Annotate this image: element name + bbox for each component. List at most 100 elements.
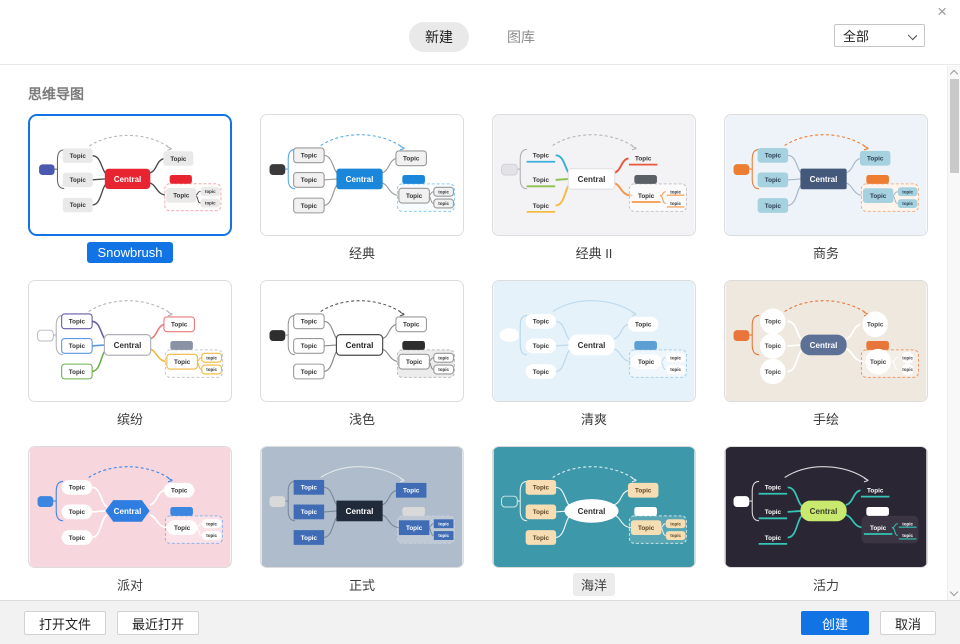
svg-text:Topic: Topic (638, 359, 655, 366)
tab-gallery[interactable]: 图库 (507, 29, 535, 45)
svg-text:Topic: Topic (867, 322, 884, 329)
filter-select[interactable]: 全部 (834, 24, 925, 47)
svg-text:topic: topic (902, 201, 913, 206)
tab-new[interactable]: 新建 (409, 22, 469, 52)
svg-text:Topic: Topic (403, 488, 420, 495)
close-icon[interactable]: × (937, 2, 947, 21)
svg-text:Topic: Topic (765, 177, 782, 184)
svg-text:topic: topic (902, 189, 913, 194)
scroll-down-icon[interactable] (949, 587, 959, 597)
svg-text:topic: topic (438, 367, 449, 372)
template-label: 浅色 (348, 411, 375, 427)
svg-text:Topic: Topic (533, 509, 550, 516)
svg-text:Topic: Topic (70, 202, 87, 209)
svg-text:topic: topic (206, 367, 217, 372)
svg-text:Topic: Topic (533, 319, 550, 326)
svg-text:Topic: Topic (406, 359, 423, 366)
svg-text:Topic: Topic (765, 509, 782, 516)
svg-text:topic: topic (902, 355, 913, 360)
svg-text:Topic: Topic (69, 343, 86, 350)
template-label: 商务 (812, 245, 839, 261)
svg-text:Central: Central (810, 507, 838, 516)
svg-text:topic: topic (670, 521, 681, 526)
svg-text:topic: topic (206, 533, 217, 538)
svg-text:topic: topic (205, 201, 216, 206)
svg-text:topic: topic (206, 355, 217, 360)
template-label: 海洋 (572, 572, 615, 596)
svg-text:Central: Central (578, 341, 606, 350)
svg-text:Topic: Topic (638, 193, 655, 200)
svg-text:Topic: Topic (635, 488, 652, 495)
template-label: 经典 (348, 245, 375, 261)
footer-left: 打开文件 最近打开 (24, 611, 200, 635)
svg-text:Central: Central (578, 175, 606, 184)
svg-text:Topic: Topic (406, 193, 423, 200)
svg-text:Topic: Topic (533, 535, 550, 542)
svg-text:Topic: Topic (301, 319, 318, 326)
svg-text:Topic: Topic (301, 509, 318, 516)
scroll-thumb[interactable] (950, 79, 959, 173)
svg-text:Topic: Topic (870, 193, 887, 200)
template-label: 正式 (348, 577, 375, 593)
svg-text:Topic: Topic (765, 319, 782, 326)
open-file-button[interactable]: 打开文件 (24, 611, 107, 635)
svg-text:Topic: Topic (301, 535, 318, 542)
svg-text:Topic: Topic (765, 203, 782, 210)
cancel-button[interactable]: 取消 (879, 611, 936, 635)
template-label: Snowbrush (87, 241, 173, 263)
svg-text:Topic: Topic (533, 177, 550, 184)
dialog-footer: 打开文件 最近打开 创建 取消 (0, 600, 960, 644)
svg-text:topic: topic (670, 355, 681, 360)
scrollbar[interactable] (947, 66, 960, 600)
svg-text:Topic: Topic (867, 156, 884, 163)
svg-text:Topic: Topic (765, 153, 782, 160)
svg-text:Central: Central (114, 341, 142, 350)
svg-text:Topic: Topic (301, 203, 318, 210)
svg-text:topic: topic (438, 355, 449, 360)
svg-text:Topic: Topic (301, 343, 318, 350)
svg-text:topic: topic (205, 189, 216, 194)
svg-text:Topic: Topic (870, 359, 887, 366)
svg-text:Topic: Topic (533, 203, 550, 210)
svg-text:topic: topic (670, 533, 681, 538)
svg-text:Topic: Topic (533, 369, 550, 376)
svg-text:Topic: Topic (69, 509, 86, 516)
svg-text:Topic: Topic (867, 488, 884, 495)
svg-text:Topic: Topic (870, 525, 887, 532)
svg-text:Topic: Topic (170, 156, 187, 163)
template-label: 缤纷 (116, 411, 143, 427)
svg-text:Topic: Topic (765, 343, 782, 350)
svg-text:Topic: Topic (533, 153, 550, 160)
create-button[interactable]: 创建 (800, 611, 869, 635)
svg-text:Topic: Topic (403, 156, 420, 163)
template-label: 经典 II (575, 245, 613, 261)
recent-open-button[interactable]: 最近打开 (117, 611, 200, 635)
svg-text:Topic: Topic (69, 369, 86, 376)
svg-text:Central: Central (114, 175, 141, 184)
svg-text:Central: Central (810, 175, 838, 184)
scroll-up-icon[interactable] (949, 69, 959, 79)
